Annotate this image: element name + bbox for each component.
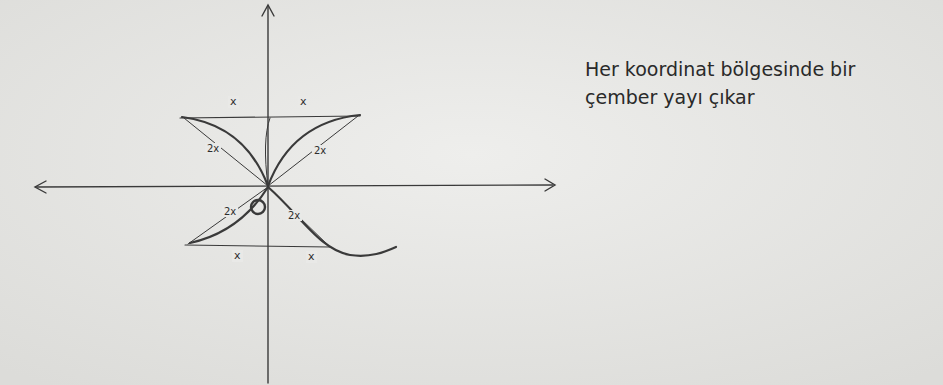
axis-arrow	[545, 179, 555, 191]
length-label: 2x	[312, 145, 328, 156]
length-label: 2x	[286, 210, 302, 221]
handwritten-note: Her koordinat bölgesinde bir çember yayı…	[585, 56, 885, 111]
arc-curve	[182, 117, 268, 186]
small-circle	[251, 200, 265, 214]
x-axis	[36, 185, 553, 187]
radius-line	[268, 116, 358, 186]
chord-line	[185, 245, 330, 247]
radius-line	[184, 118, 268, 186]
axis-arrow	[35, 181, 46, 193]
length-label: x	[232, 250, 243, 262]
arc-curve	[265, 118, 270, 186]
y-axis	[267, 6, 268, 383]
axis-arrow	[262, 5, 274, 16]
arc-curve	[190, 187, 268, 243]
arc-curve	[268, 115, 360, 186]
arc-curve	[268, 187, 396, 256]
length-label: x	[298, 96, 309, 108]
radius-line	[188, 187, 268, 244]
length-label: x	[306, 251, 317, 263]
length-label: x	[228, 96, 239, 108]
length-label: 2x	[205, 143, 221, 154]
length-label: 2x	[222, 206, 238, 217]
